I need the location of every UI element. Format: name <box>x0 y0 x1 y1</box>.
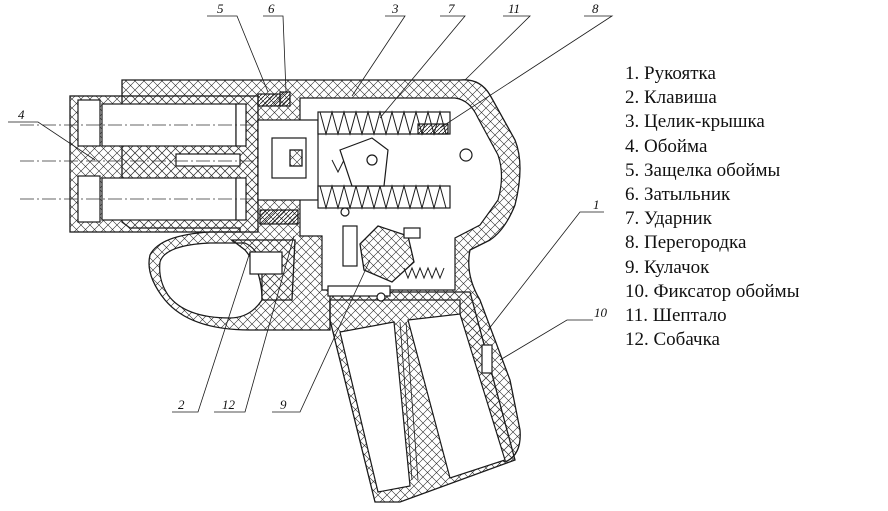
callout-label: 10 <box>594 305 608 320</box>
magazine <box>327 285 516 503</box>
legend-item: 7. Ударник <box>625 208 712 230</box>
legend-item: 6. Затыльник <box>625 184 731 206</box>
cam-part <box>342 225 421 283</box>
legend-item: 11. Шептало <box>625 305 727 327</box>
legend-item: 10. Фиксатор обоймы <box>625 280 800 302</box>
callout-label: 1 <box>593 197 600 212</box>
latch-parts <box>257 91 319 225</box>
legend-item: 2. Клавиша <box>625 87 717 109</box>
callout-label: 8 <box>592 1 599 16</box>
cylinder-block <box>20 95 300 233</box>
callout-label: 3 <box>391 1 399 16</box>
callout-label: 2 <box>178 397 185 412</box>
callout-label: 9 <box>280 397 287 412</box>
legend-item: 3. Целик-крышка <box>625 111 765 133</box>
callout-label: 7 <box>448 1 455 16</box>
legend-item: 12. Собачка <box>625 329 720 351</box>
callout-label: 4 <box>18 107 25 122</box>
springs <box>317 110 451 280</box>
callout-label: 12 <box>222 397 236 412</box>
legend-item: 9. Кулачок <box>625 256 710 278</box>
legend-item: 4. Обойма <box>625 135 708 157</box>
legend-item: 8. Перегородка <box>625 232 747 254</box>
callout-label: 5 <box>217 1 224 16</box>
sear-lever <box>339 137 473 217</box>
legend-item: 5. Защелка обоймы <box>625 159 781 181</box>
leader-lines <box>8 15 614 413</box>
callout-label: 6 <box>268 1 275 16</box>
callout-numbers: 5 6 3 7 11 8 4 1 10 2 12 9 <box>18 1 608 412</box>
parts-legend: 1. Рукоятка 2. Клавиша 3. Целик-крышка 4… <box>625 62 799 352</box>
callout-label: 11 <box>508 1 520 16</box>
legend-item: 1. Рукоятка <box>625 63 716 84</box>
